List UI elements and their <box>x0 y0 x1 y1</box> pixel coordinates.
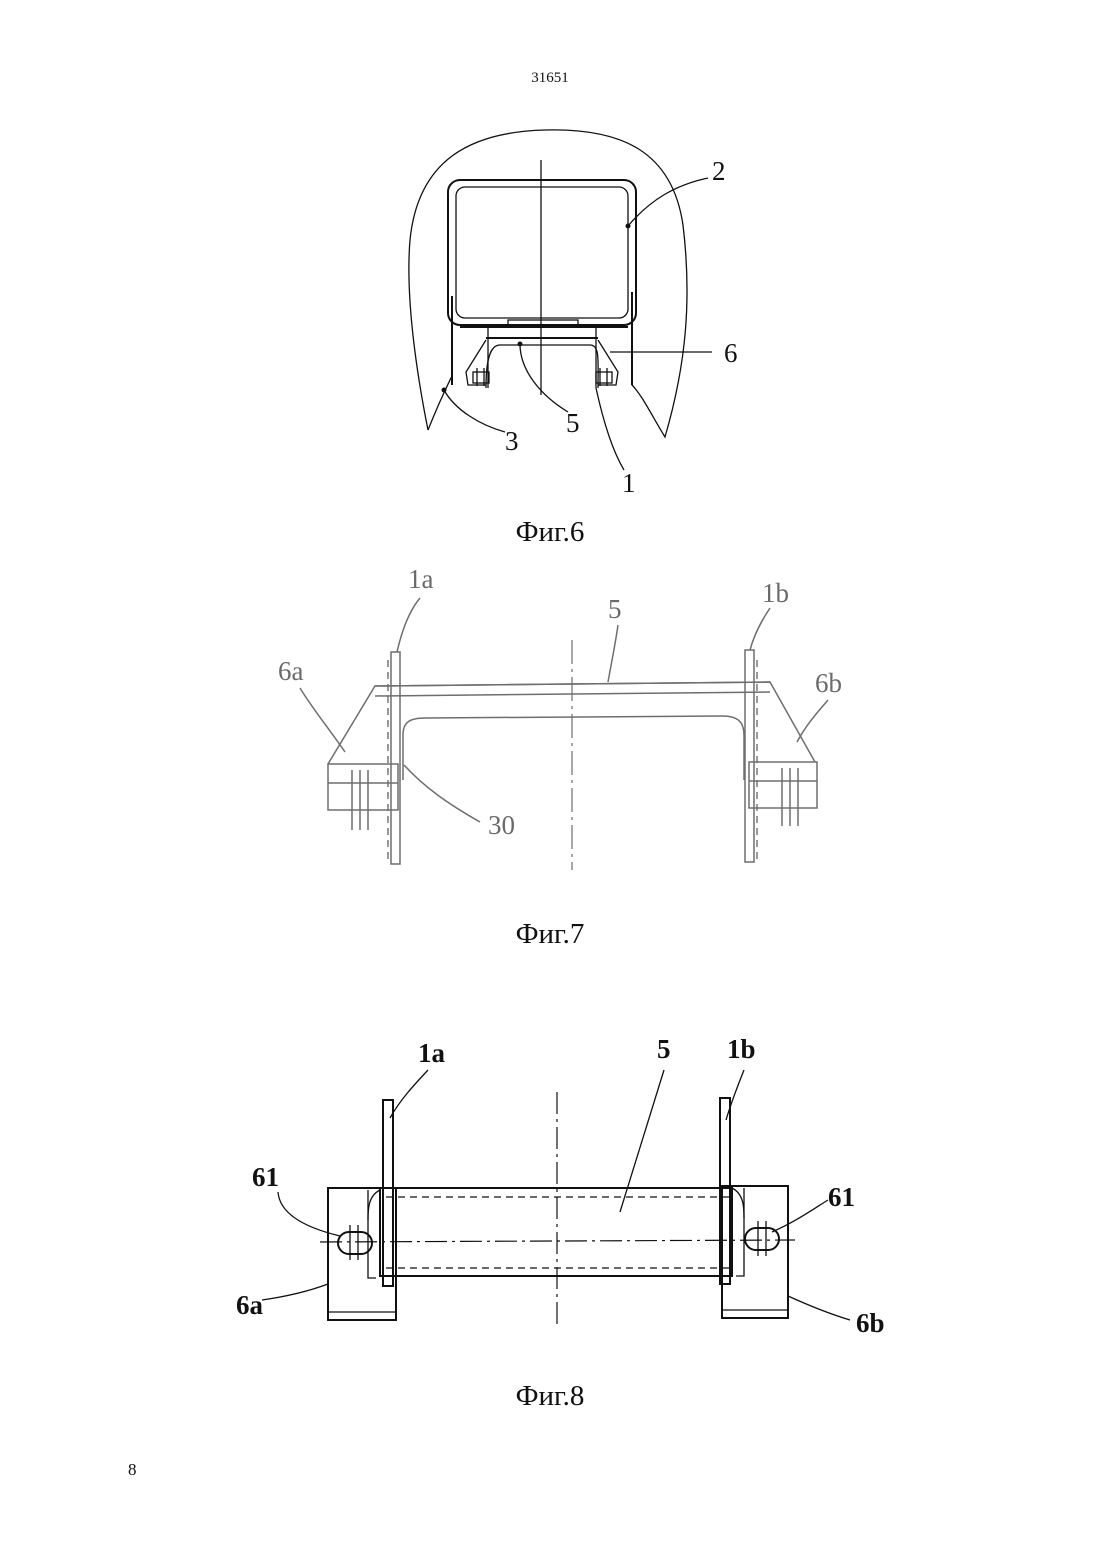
figure-7-caption: Фиг.7 <box>0 918 1100 951</box>
document-number: 31651 <box>0 70 1100 87</box>
label-6a: 6a <box>278 656 304 686</box>
label-61-right: 61 <box>828 1182 855 1212</box>
label-5: 5 <box>657 1034 671 1064</box>
label-30: 30 <box>488 810 515 840</box>
slot-61-left <box>338 1232 372 1254</box>
figure-8-caption: Фиг.8 <box>0 1380 1100 1413</box>
page-number: 8 <box>128 1460 137 1480</box>
label-61-left: 61 <box>252 1162 279 1192</box>
outer-contour <box>409 130 687 437</box>
label-6a: 6a <box>236 1290 264 1320</box>
figure-7-drawing: 1a 5 1b 6a 6b 30 <box>0 560 1100 890</box>
label-5: 5 <box>566 408 580 438</box>
figure-6-drawing: 2 6 3 5 1 <box>0 120 1100 520</box>
label-1b: 1b <box>727 1034 756 1064</box>
label-2: 2 <box>712 156 726 186</box>
label-1: 1 <box>622 468 636 498</box>
figure-6-caption: Фиг.6 <box>0 516 1100 549</box>
label-5: 5 <box>608 594 622 624</box>
label-1a: 1a <box>408 564 434 594</box>
label-1a: 1a <box>418 1038 446 1068</box>
label-3: 3 <box>505 426 519 456</box>
box-2 <box>448 180 636 325</box>
label-1b: 1b <box>762 578 789 608</box>
label-6: 6 <box>724 338 738 368</box>
upright-1a <box>383 1100 393 1286</box>
figure-8-drawing: 1a 5 1b 61 61 6a 6b <box>0 1030 1100 1340</box>
label-6b: 6b <box>856 1308 885 1338</box>
bridge-body-5 <box>380 1188 732 1276</box>
label-6b: 6b <box>815 668 842 698</box>
